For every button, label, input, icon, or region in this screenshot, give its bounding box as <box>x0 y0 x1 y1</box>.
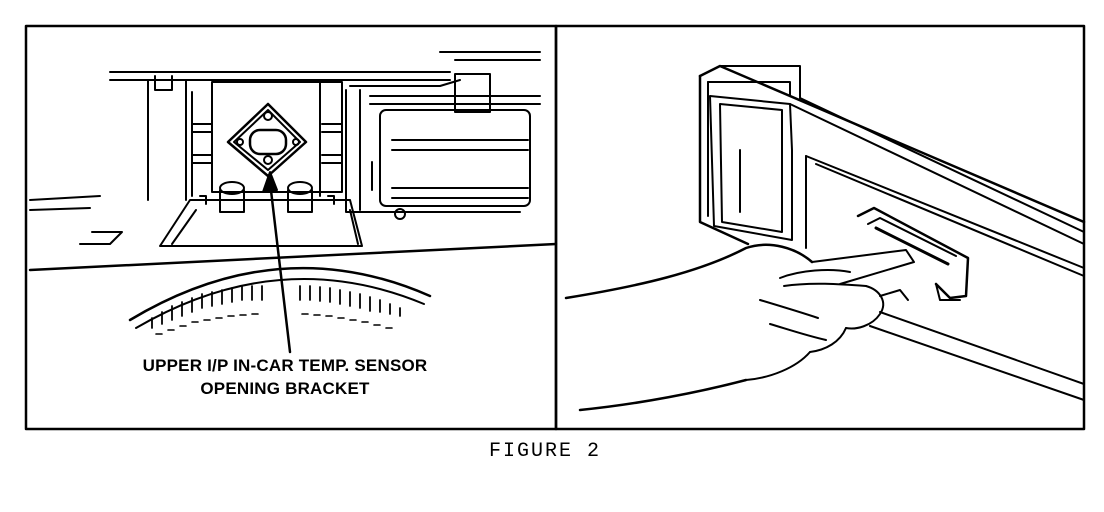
hand-illustration <box>564 243 915 412</box>
sensor-opening-bracket <box>226 102 308 178</box>
callout-label-line2: OPENING BRACKET <box>200 379 370 398</box>
left-panel-illustration <box>28 51 558 354</box>
sensor-slot <box>856 206 970 301</box>
callout-arrow <box>262 171 292 354</box>
right-panel-illustration <box>564 64 1086 412</box>
speaker-grille <box>128 266 432 335</box>
callout-label-line1: UPPER I/P IN-CAR TEMP. SENSOR <box>142 356 428 375</box>
figure-caption: FIGURE 2 <box>488 440 601 463</box>
right-panel-frame <box>554 24 1086 431</box>
